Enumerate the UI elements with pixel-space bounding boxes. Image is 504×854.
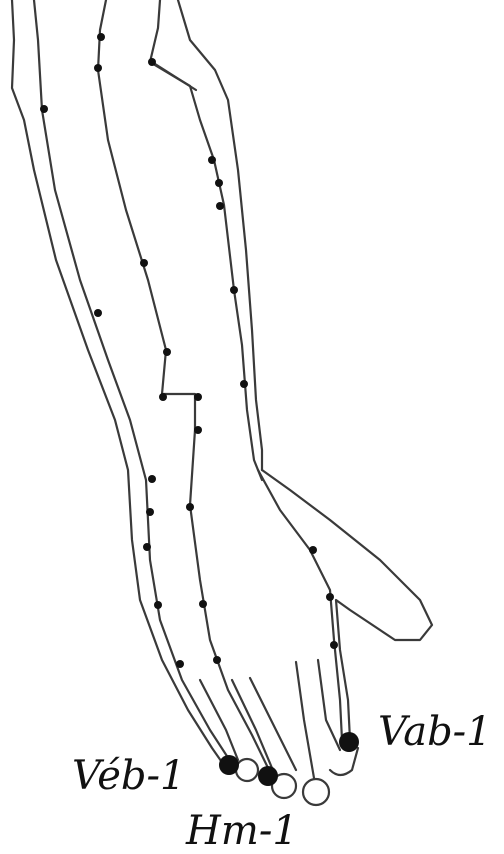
point-dot: [213, 656, 221, 664]
point-dot: [309, 546, 317, 554]
toe-tip-3: [303, 779, 329, 805]
point-dot: [40, 105, 48, 113]
point-dot: [208, 156, 216, 164]
leg-inner-line: [34, 0, 236, 770]
point-dot: [146, 508, 154, 516]
toe-ray-3: [250, 678, 296, 770]
point-dot: [216, 202, 224, 210]
point-dot: [330, 641, 338, 649]
point-dot: [326, 593, 334, 601]
knee-contour: [178, 0, 262, 470]
label-vab-1: Vab-1: [378, 712, 492, 752]
point-dot: [143, 543, 151, 551]
point-dot: [148, 58, 156, 66]
label-hm-1: Hm-1: [186, 811, 298, 851]
knee-segment: [152, 62, 196, 90]
foot-inner-line: [258, 470, 342, 740]
point-dot: [199, 600, 207, 608]
point-hm-1: [258, 766, 278, 786]
point-dot: [140, 259, 148, 267]
point-dot: [148, 475, 156, 483]
foot-dorsum: [262, 470, 432, 740]
label-veb-1: Véb-1: [72, 756, 185, 796]
toe-ray-2: [232, 680, 272, 768]
point-dot: [194, 393, 202, 401]
toe-tip-1: [236, 759, 258, 781]
point-dot: [176, 660, 184, 668]
point-dot: [163, 348, 171, 356]
point-dot: [194, 426, 202, 434]
point-vab-1: [339, 732, 359, 752]
toe-tip-4: [330, 748, 358, 775]
point-dot: [159, 393, 167, 401]
point-dot: [215, 179, 223, 187]
leg-outer-contour: [12, 0, 226, 768]
toe-ray-4: [296, 662, 314, 778]
point-dot: [94, 309, 102, 317]
point-dot: [154, 601, 162, 609]
toe-ray-1: [200, 680, 238, 760]
point-veb-1: [219, 755, 239, 775]
point-dot: [186, 503, 194, 511]
point-dot: [230, 286, 238, 294]
point-dot: [97, 33, 105, 41]
point-dot: [240, 380, 248, 388]
point-dot: [94, 64, 102, 72]
